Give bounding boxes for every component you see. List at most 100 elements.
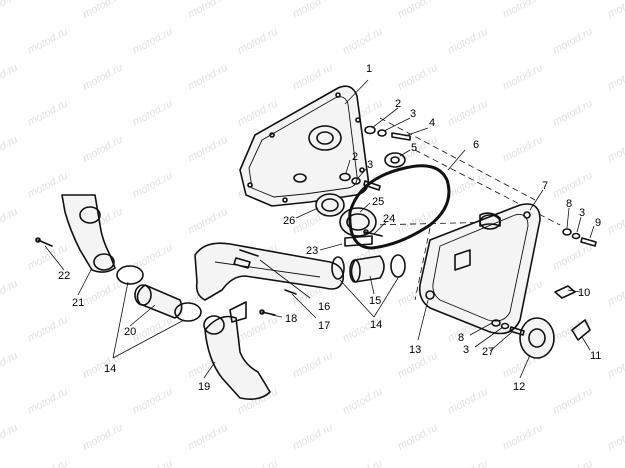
watermark-text: motod.ru [186, 134, 230, 165]
drive-belt [348, 164, 451, 250]
watermark-text: motod.ru [551, 242, 595, 273]
watermark-text: motod.ru [446, 170, 490, 201]
watermark-text: motod.ru [186, 62, 230, 93]
watermark-text: motod.ru [551, 26, 595, 57]
cover-bolt-set-right [562, 228, 597, 247]
watermark-text: motod.ru [81, 350, 125, 381]
watermark-text: motod.ru [551, 170, 595, 201]
screw [363, 229, 383, 237]
watermark-text: motod.ru [606, 0, 625, 21]
watermark-text: motod.ru [0, 422, 20, 453]
callout-2: 2 [395, 98, 401, 110]
callout-13: 13 [409, 344, 421, 356]
watermark-text: motod.ru [236, 26, 280, 57]
inspection-cover-plate [519, 317, 555, 359]
watermark-text: motod.ru [341, 386, 385, 417]
watermark-text: motod.ru [81, 134, 125, 165]
watermark-text: motod.ru [0, 278, 20, 309]
callout-7: 7 [542, 180, 548, 192]
callout-25: 25 [372, 196, 384, 208]
callout-10: 10 [578, 287, 590, 299]
callout-22: 22 [58, 270, 70, 282]
callout-1: 1 [366, 63, 372, 75]
watermark-text: motod.ru [341, 458, 385, 468]
callout-20: 20 [124, 326, 136, 338]
watermark-text: motod.ru [501, 134, 545, 165]
retaining-clip [554, 285, 576, 299]
watermark-text: motod.ru [291, 0, 335, 21]
watermark-text: motod.ru [341, 26, 385, 57]
watermark-text: motod.ru [606, 350, 625, 381]
callout-8: 8 [566, 198, 572, 210]
watermark-text: motod.ru [551, 386, 595, 417]
watermark-text: motod.ru [606, 62, 625, 93]
watermark-text: motod.ru [236, 458, 280, 468]
watermark-text: motod.ru [291, 422, 335, 453]
watermark-text: motod.ru [81, 278, 125, 309]
lower-bolt-washer-set [339, 172, 381, 191]
callout-3: 3 [463, 344, 469, 356]
callout-18: 18 [285, 313, 297, 325]
callout-6: 6 [473, 139, 479, 151]
callout-19: 19 [198, 381, 210, 393]
watermark-text: motod.ru [26, 314, 70, 345]
callout-17: 17 [318, 320, 330, 332]
watermark-text: motod.ru [291, 350, 335, 381]
callout-9: 9 [595, 217, 601, 229]
leader-lines [44, 79, 595, 379]
watermark-text: motod.ru [26, 386, 70, 417]
callout-labels: 1 2 3 4 2 3 5 6 7 8 3 9 10 11 12 13 8 3 … [58, 63, 601, 393]
intake-sleeve [116, 265, 202, 322]
callout-5: 5 [411, 142, 417, 154]
upper-bolt-washer-set [364, 125, 411, 141]
duct-seal-ring [339, 207, 377, 247]
watermark-text: motod.ru [186, 206, 230, 237]
bushing [384, 152, 406, 168]
lower-intake-duct [203, 301, 271, 400]
watermark-text: motod.ru [0, 350, 20, 381]
watermark-text: motod.ru [291, 62, 335, 93]
watermark-text: motod.ru [0, 206, 20, 237]
watermark-text: motod.ru [501, 0, 545, 21]
callout-4: 4 [429, 117, 435, 129]
watermark-text: motod.ru [26, 26, 70, 57]
watermark-text: motod.ru [131, 170, 175, 201]
intake-duct [194, 242, 345, 301]
callout-3: 3 [579, 207, 585, 219]
watermark-text: motod.ru [131, 98, 175, 129]
watermark-text: motod.ru [0, 134, 20, 165]
screw-left [35, 237, 53, 247]
watermark-text: motod.ru [501, 422, 545, 453]
callout-3: 3 [410, 108, 416, 120]
watermark-text: motod.ru [446, 26, 490, 57]
watermark-text: motod.ru [446, 458, 490, 468]
callout-12: 12 [513, 381, 525, 393]
watermark-text: motod.ru [446, 98, 490, 129]
watermark-text: motod.ru [26, 458, 70, 468]
watermark-text: motod.ru [606, 278, 625, 309]
callout-14: 14 [104, 363, 116, 375]
callout-27: 27 [482, 346, 494, 358]
watermark-text: motod.ru [551, 458, 595, 468]
callout-23: 23 [306, 245, 318, 257]
callout-3: 3 [367, 159, 373, 171]
duct-screw [259, 289, 297, 316]
callout-2: 2 [352, 151, 358, 163]
watermark-text: motod.ru [26, 98, 70, 129]
outer-clutch-cover [418, 203, 541, 335]
callout-14: 14 [370, 319, 382, 331]
callout-11: 11 [590, 350, 601, 362]
watermark-text: motod.ru [131, 386, 175, 417]
watermark-text: motod.ru [396, 0, 440, 21]
watermark-text: motod.ru [606, 134, 625, 165]
watermark-text: motod.ru [131, 314, 175, 345]
callout-21: 21 [72, 297, 84, 309]
upper-intake-duct [61, 194, 116, 273]
watermark-text: motod.ru [81, 62, 125, 93]
callout-8: 8 [458, 332, 464, 344]
watermark-text: motod.ru [186, 422, 230, 453]
watermark-text: motod.ru [131, 26, 175, 57]
watermark-text: motod.ru [0, 62, 20, 93]
watermark-text: motod.ru [606, 206, 625, 237]
